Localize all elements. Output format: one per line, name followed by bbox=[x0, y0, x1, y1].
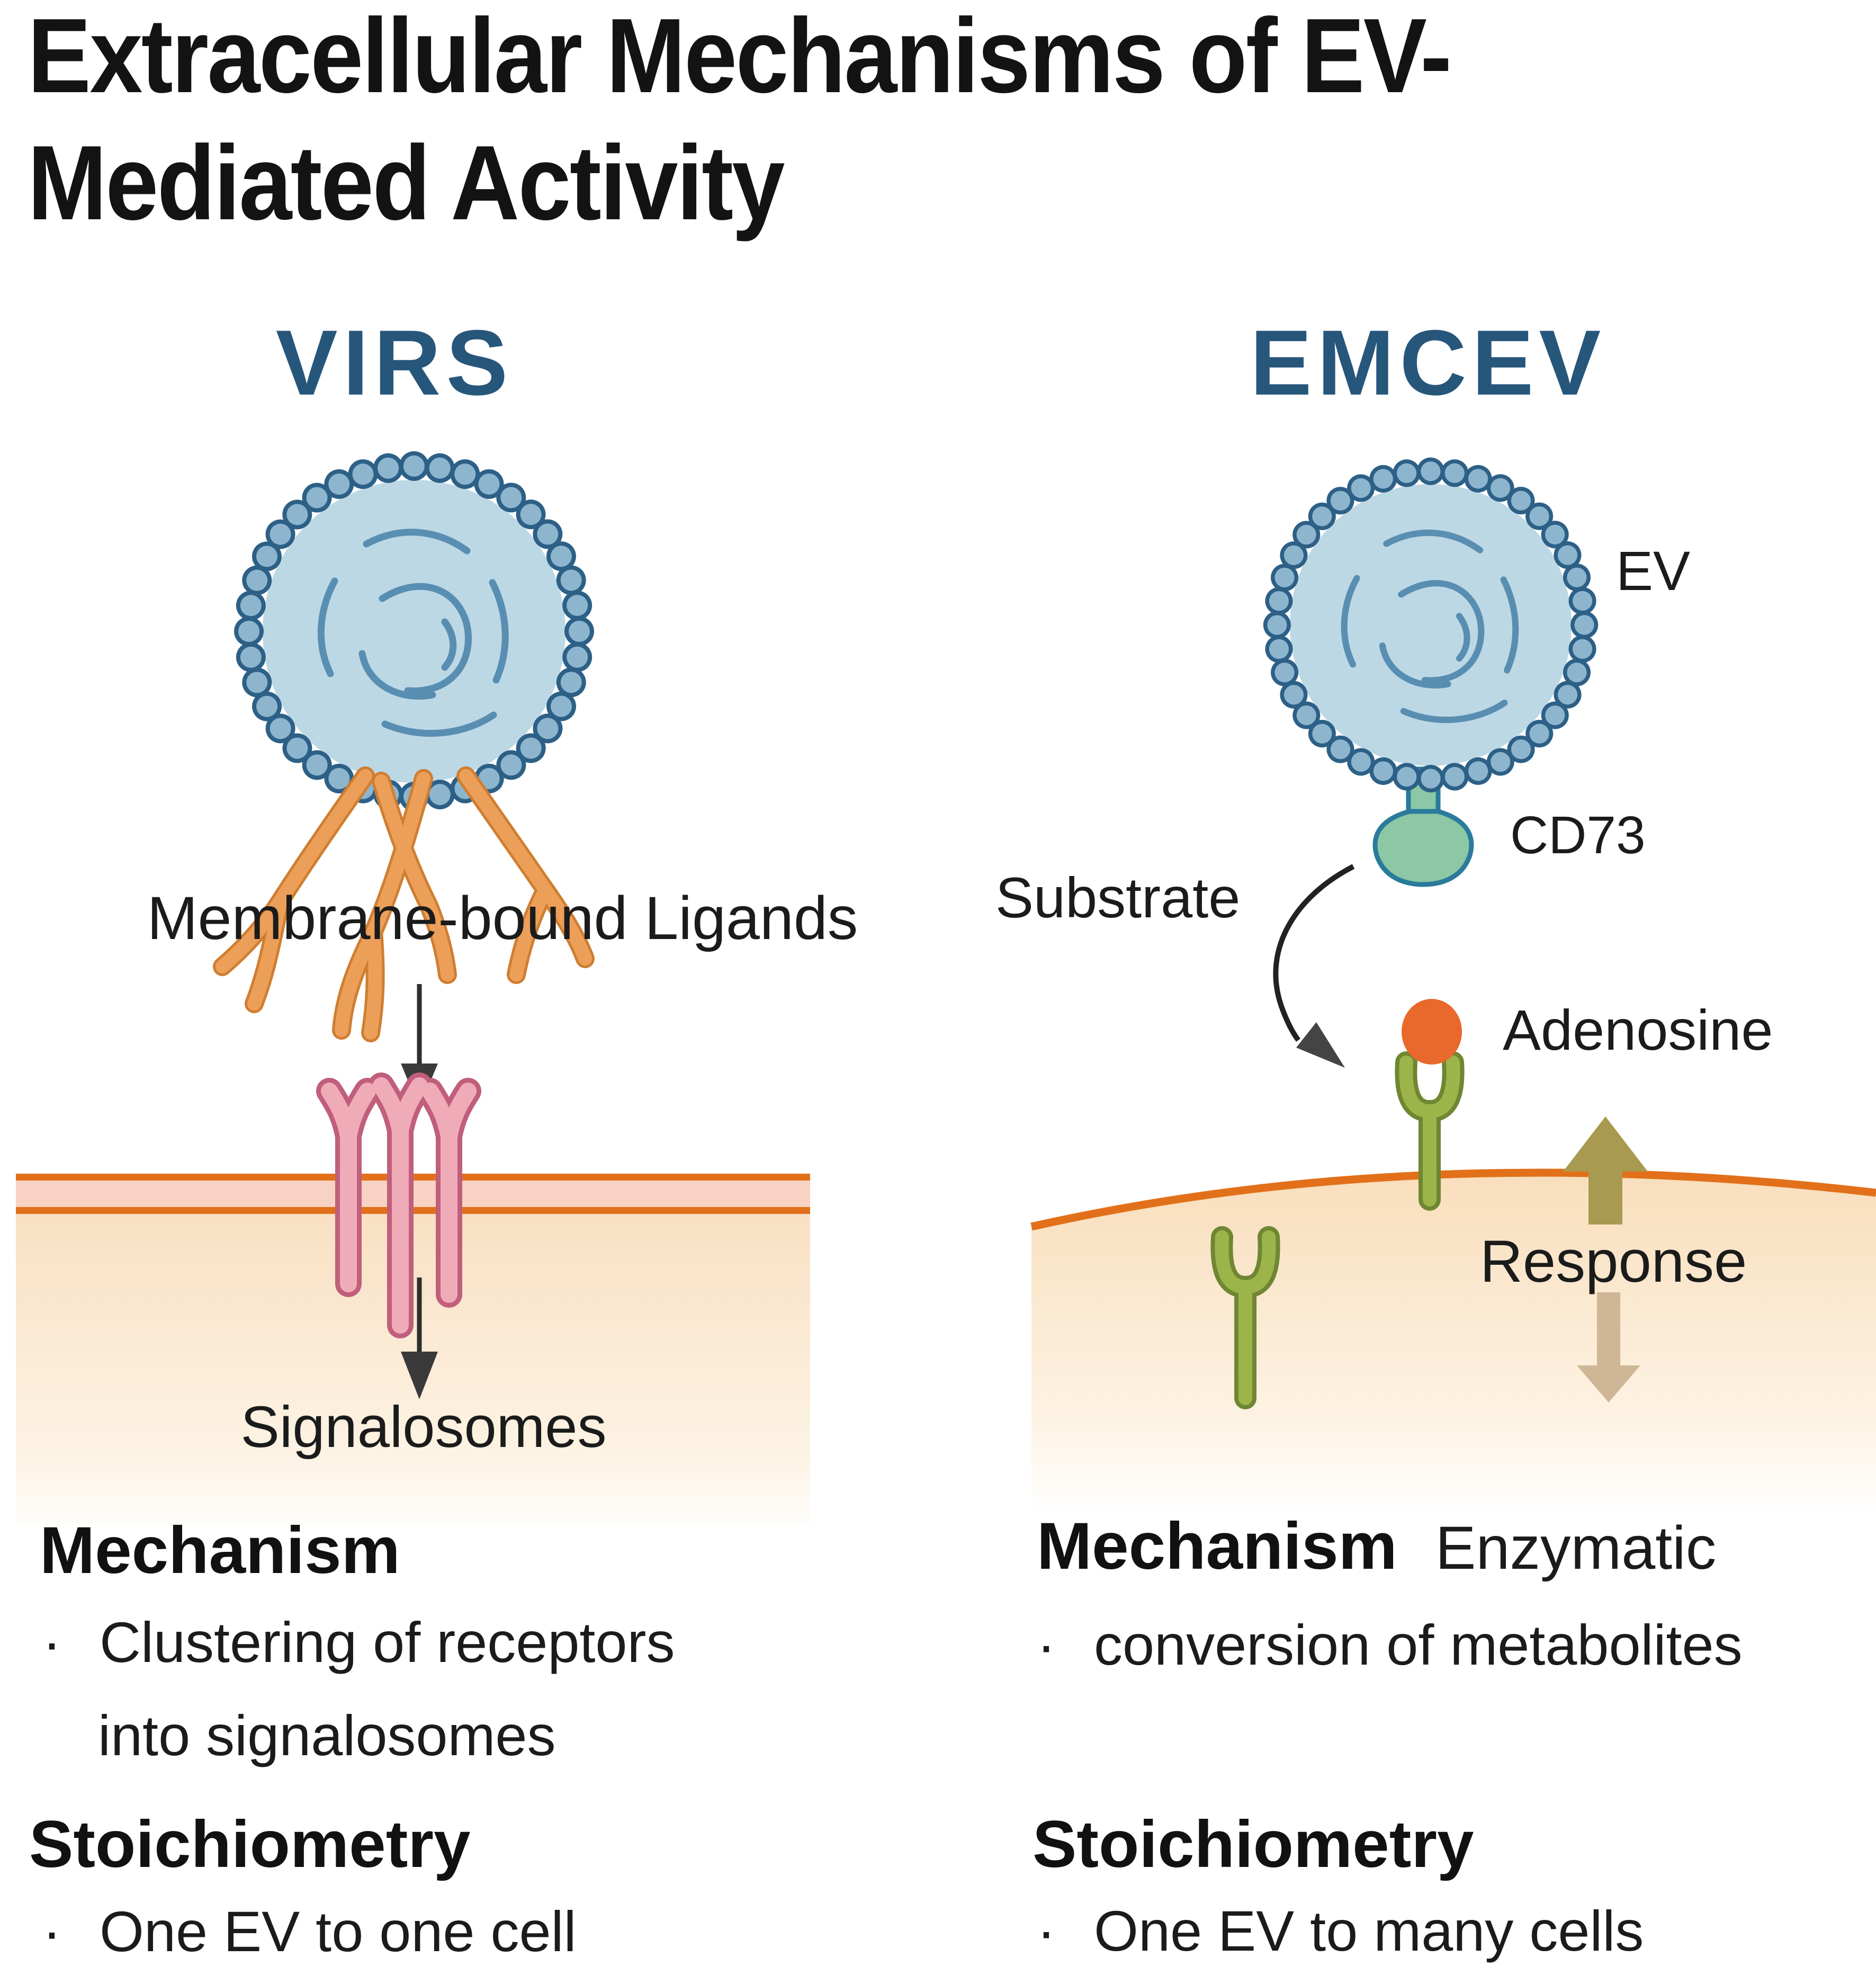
green-receptor-bound-icon bbox=[1395, 1051, 1465, 1211]
left-stoichiometry-heading: Stoichiometry bbox=[29, 1808, 471, 1881]
right-mechanism-heading: Mechanism bbox=[1037, 1509, 1397, 1583]
membrane-bound-ligands-icon bbox=[213, 766, 595, 1042]
left-ev-vesicle-icon bbox=[249, 466, 579, 797]
figure-title: Extracellular Mechanisms of EV- Mediated… bbox=[28, 0, 1452, 247]
left-mechanism-bullet-line2: into signalosomes bbox=[98, 1703, 556, 1767]
right-mechanism-inline: Enzymatic bbox=[1435, 1514, 1717, 1582]
adenosine-label: Adenosine bbox=[1503, 998, 1773, 1062]
response-up-arrow-icon bbox=[1563, 1116, 1648, 1225]
right-cell-membrane bbox=[1030, 1168, 1876, 1525]
figure-title-line2: Mediated Activity bbox=[28, 124, 785, 242]
substrate-label: Substrate bbox=[995, 865, 1241, 930]
bullet-icon: · bbox=[42, 1610, 61, 1674]
bullet-icon: · bbox=[1037, 1899, 1056, 1963]
right-mechanism-bullet-text: conversion of metabolites bbox=[1093, 1613, 1743, 1677]
adenosine-icon bbox=[1402, 999, 1462, 1065]
left-mechanism-bullet: ·Clustering of receptors bbox=[42, 1614, 675, 1671]
right-ev-vesicle-icon bbox=[1277, 471, 1584, 779]
right-mechanism-bullet: · conversion of metabolites bbox=[1037, 1616, 1743, 1674]
down-arrow-2-icon bbox=[401, 1277, 438, 1399]
left-panel-heading: VIRS bbox=[275, 311, 514, 415]
right-stoichiometry-bullet-text: One EV to many cells bbox=[1093, 1899, 1644, 1963]
substrate-curved-arrow-icon bbox=[1273, 864, 1355, 1068]
right-stoichiometry-heading: Stoichiometry bbox=[1033, 1808, 1474, 1881]
right-stoichiometry-bullet: · One EV to many cells bbox=[1037, 1902, 1644, 1960]
cd73-label: CD73 bbox=[1510, 806, 1646, 865]
response-down-arrow-icon bbox=[1577, 1292, 1640, 1402]
bullet-icon: · bbox=[42, 1899, 61, 1963]
left-mechanism-bullet-text: Clustering of receptors bbox=[99, 1610, 675, 1674]
ev-label: EV bbox=[1616, 540, 1691, 602]
figure-title-line1: Extracellular Mechanisms of EV- bbox=[28, 0, 1452, 115]
bullet-icon: · bbox=[1037, 1613, 1056, 1677]
pink-receptor-cluster-icon bbox=[316, 1073, 481, 1338]
response-label: Response bbox=[1480, 1228, 1747, 1294]
green-receptor-free-icon bbox=[1210, 1226, 1280, 1409]
left-stoichiometry-bullet: ·One EV to one cell bbox=[42, 1903, 577, 1960]
right-panel-heading: EMCEV bbox=[1250, 311, 1606, 415]
left-mechanism-heading: Mechanism bbox=[40, 1514, 400, 1587]
ligands-label: Membrane-bound Ligands bbox=[147, 884, 858, 952]
signalosomes-label: Signalosomes bbox=[240, 1395, 607, 1460]
left-stoichiometry-bullet-text: One EV to one cell bbox=[99, 1899, 577, 1963]
